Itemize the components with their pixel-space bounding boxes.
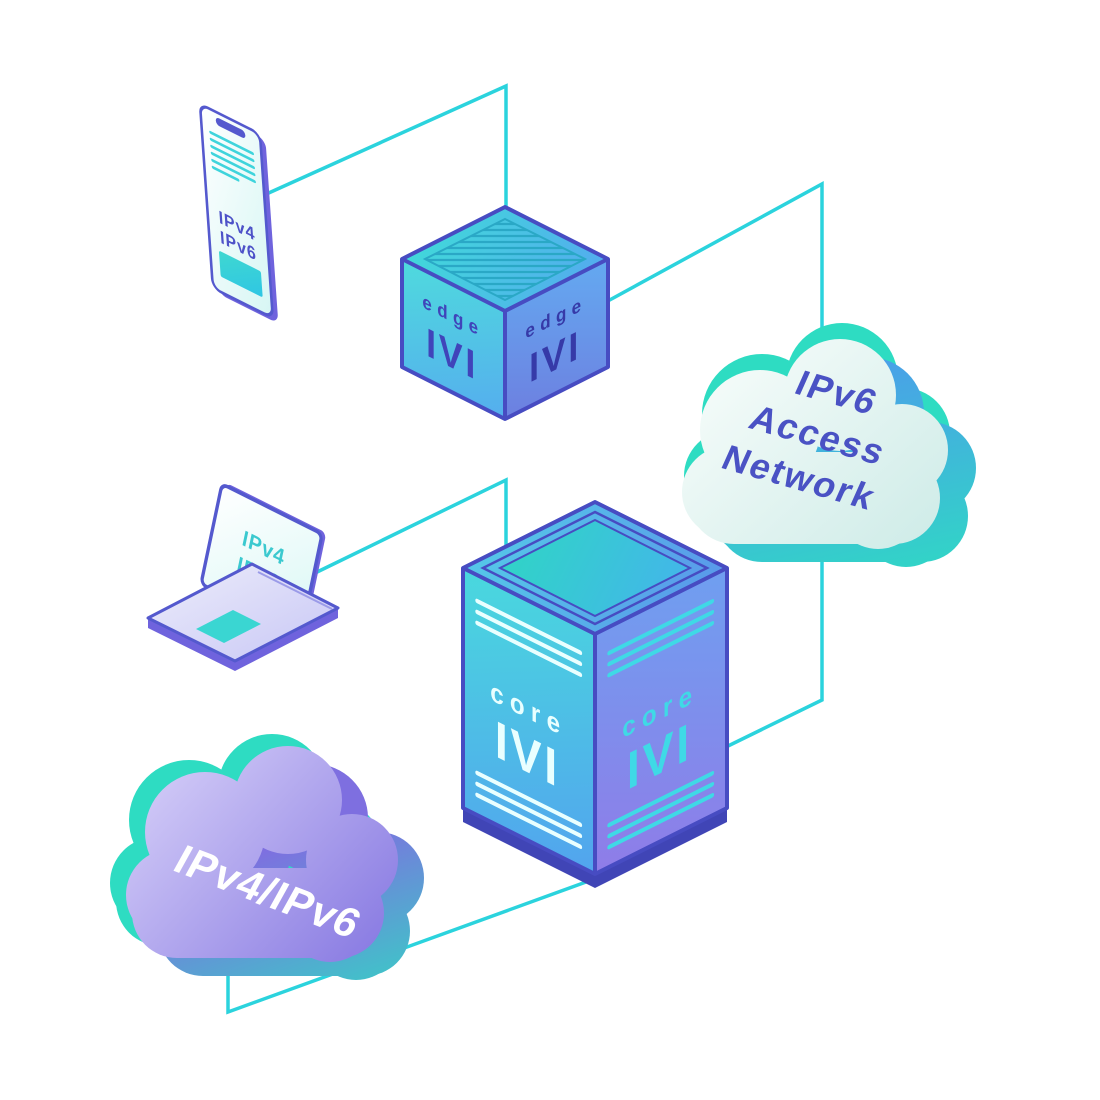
core-right-top-stripes (607, 598, 715, 678)
line-laptop-to-core-router (312, 477, 508, 576)
smartphone: IPv4 IPv6 (199, 105, 278, 321)
core-router-top-panel (497, 518, 693, 618)
edge-router-outline (400, 205, 610, 421)
core-router-outline (461, 500, 729, 876)
cloud-ipv4-ipv6: IPv4/IPv6 (110, 734, 424, 980)
laptop-hinge-line (257, 571, 333, 610)
laptop: IPv4 IPv6 (146, 484, 340, 671)
edge-router-top-inset (422, 217, 588, 302)
core-router-base-strip (463, 808, 727, 888)
core-router-inner-edges (462, 566, 728, 874)
core-left-bottom-stripes (475, 770, 583, 850)
phone-notch (215, 118, 246, 138)
phone-body (199, 105, 274, 317)
core-left-top-stripes (475, 598, 583, 678)
cloud-ipv6-access-network: IPv6 Access Network (682, 323, 976, 567)
line-phone-to-edge-router (261, 83, 508, 242)
edge-router-inner-edges (401, 257, 609, 419)
phone-app-block (219, 251, 263, 297)
edge-router: edge IVI edge IVI (400, 205, 610, 421)
core-router-top-inset (480, 510, 710, 626)
core-router: core IVI core IVI (461, 500, 729, 888)
laptop-trackpad (196, 610, 261, 643)
core-right-bottom-stripes (607, 770, 715, 850)
phone-screen-lines (209, 130, 256, 184)
